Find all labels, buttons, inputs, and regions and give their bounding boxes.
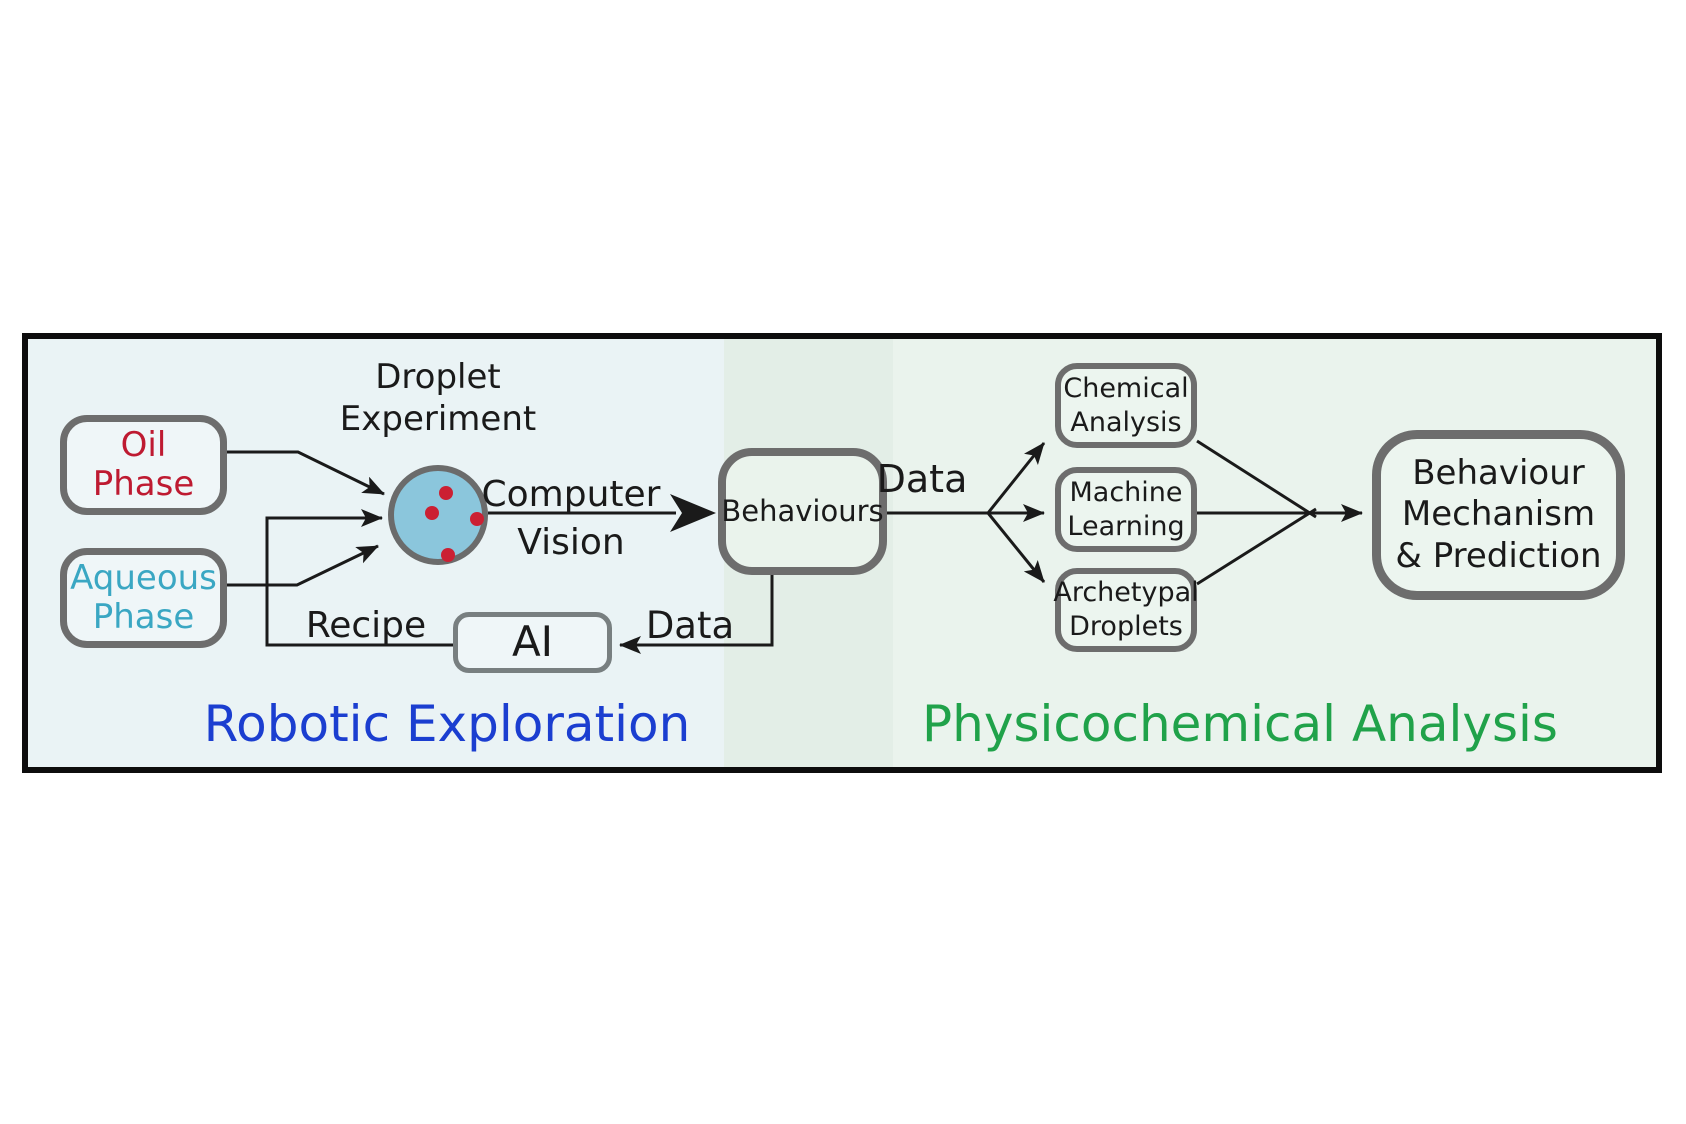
droplet-dot [425, 506, 439, 520]
behaviours-box: Behaviours [718, 448, 887, 575]
behaviour-mechanism-prediction-box: Behaviour Mechanism & Prediction [1372, 430, 1625, 600]
aqueous-phase-label-line1: Aqueous [70, 557, 217, 598]
recipe-label: Recipe [305, 605, 427, 646]
archetypal-droplets-box: Archetypal Droplets [1053, 568, 1199, 652]
robotic-exploration-title: Robotic Exploration [203, 695, 691, 753]
computer-vision-label: Computer Vision [481, 474, 661, 563]
droplet-dot [439, 486, 453, 500]
droplet-dot [441, 548, 455, 562]
oil-phase-label-line1: Oil [120, 424, 167, 465]
data-label-right: Data [876, 457, 968, 501]
aqueous-phase-box: Aqueous Phase [60, 548, 227, 648]
droplet-dot [470, 512, 484, 526]
droplet-experiment-icon [388, 465, 488, 565]
behaviours-label: Behaviours [721, 493, 884, 528]
oil-phase-label-line2: Phase [92, 464, 195, 504]
ai-label: AI [511, 617, 554, 667]
physicochemical-analysis-title: Physicochemical Analysis [922, 695, 1558, 753]
ai-box: AI [453, 612, 612, 673]
aqueous-phase-label-line2: Phase [92, 597, 195, 637]
machine-learning-box: Machine Learning [1055, 467, 1197, 552]
droplet-experiment-label: Droplet Experiment [339, 357, 537, 440]
data-label-left: Data [645, 604, 735, 647]
chemical-analysis-box: Chemical Analysis [1055, 363, 1197, 448]
oil-phase-box: Oil Phase [60, 415, 227, 515]
